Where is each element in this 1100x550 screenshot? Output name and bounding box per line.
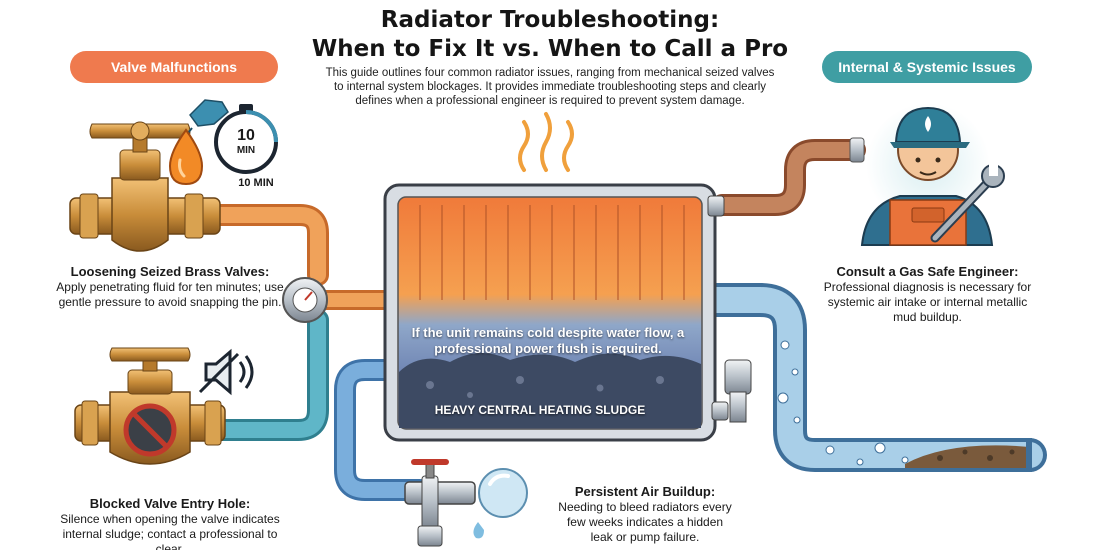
page-title: Radiator Troubleshooting: When to Fix It…	[250, 6, 850, 64]
sludge-label: HEAVY CENTRAL HEATING SLUDGE	[434, 403, 646, 417]
wrench-icon	[930, 164, 1005, 243]
blocked-valve-heading: Blocked Valve Entry Hole:	[89, 496, 251, 511]
stopwatch-unit: MIN	[236, 145, 256, 156]
blocked-valve-body: Silence when opening the valve indicates…	[60, 512, 280, 550]
engineer-body: Professional diagnosis is necessary for …	[823, 280, 1032, 324]
bleed-valve-icon	[404, 459, 476, 547]
blocked-valve-icon	[74, 347, 226, 465]
title-line-2: When to Fix It vs. When to Call a Pro	[311, 36, 789, 62]
pipe-gauge-icon	[282, 277, 328, 323]
seized-valve-body: Apply penetrating fluid for ten minutes;…	[56, 280, 284, 309]
seized-valve-block: Loosening Seized Brass Valves: Apply pen…	[55, 264, 285, 310]
air-buildup-heading: Persistent Air Buildup:	[574, 484, 716, 499]
stopwatch-caption: 10 MIN	[238, 177, 274, 189]
muted-speaker-icon	[198, 348, 254, 396]
systemic-issues-label: Internal & Systemic Issues	[822, 51, 1032, 83]
radiator-thermostat-icon	[724, 359, 752, 423]
radiator-icon	[383, 183, 729, 442]
air-bubble-icon	[473, 468, 528, 539]
oil-drop-icon	[168, 128, 204, 186]
blocked-valve-block: Blocked Valve Entry Hole: Silence when o…	[60, 496, 280, 550]
valve-malfunctions-label: Valve Malfunctions	[70, 51, 278, 83]
engineer-heading: Consult a Gas Safe Engineer:	[836, 264, 1019, 279]
stopwatch-icon	[214, 104, 278, 174]
engineer-icon	[860, 103, 994, 246]
title-line-1: Radiator Troubleshooting:	[380, 7, 720, 33]
stopwatch-number: 10	[237, 127, 255, 144]
air-buildup-body: Needing to bleed radiators every few wee…	[558, 500, 732, 544]
engineer-block: Consult a Gas Safe Engineer: Professiona…	[815, 264, 1040, 325]
pipe-network	[199, 137, 1047, 501]
seized-valve-heading: Loosening Seized Brass Valves:	[70, 264, 270, 279]
brass-valve-icon	[69, 121, 221, 252]
power-flush-callout: If the unit remains cold despite water f…	[411, 325, 685, 356]
heat-waves-icon	[518, 112, 574, 172]
intro-text: This guide outlines four common radiator…	[325, 67, 775, 107]
air-buildup-block: Persistent Air Buildup: Needing to bleed…	[555, 484, 735, 545]
